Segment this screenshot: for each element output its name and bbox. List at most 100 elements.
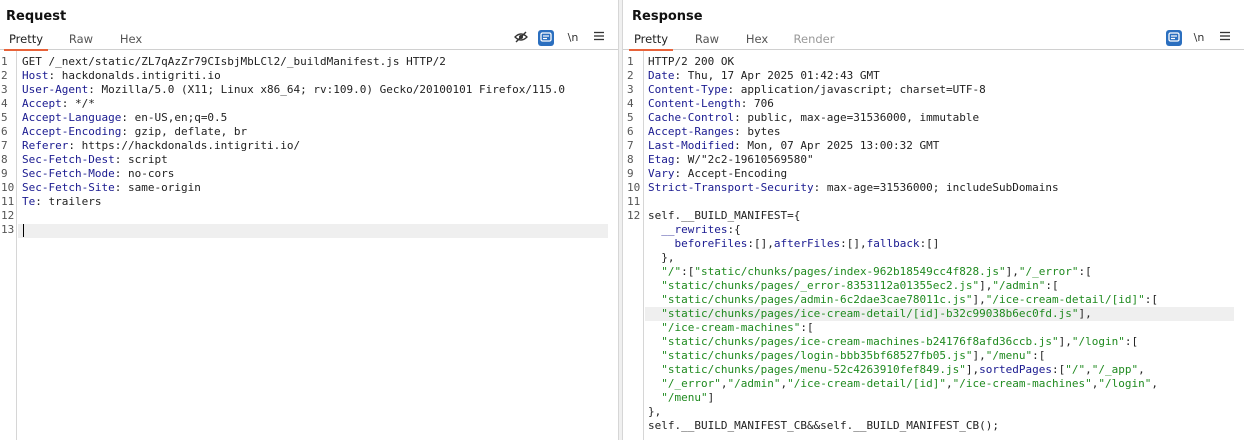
code-line: },	[623, 405, 1244, 419]
code-text: Sec-Fetch-Mode: no-cors	[22, 167, 174, 181]
newline-icon[interactable]: \n	[567, 31, 579, 44]
code-token: : public, max-age=31536000, immutable	[734, 111, 980, 124]
code-token: Content-Length	[648, 97, 741, 110]
line-gutter	[623, 51, 644, 440]
message-icon[interactable]	[538, 30, 554, 46]
hamburger-icon[interactable]	[1217, 30, 1233, 46]
code-token: "static/chunks/pages/index-962b18549cc4f…	[694, 265, 1006, 278]
eye-off-icon[interactable]	[513, 30, 529, 46]
code-token: Sec-Fetch-Mode	[22, 167, 115, 180]
code-text: Content-Length: 706	[648, 97, 774, 111]
code-token: "/admin"	[992, 279, 1046, 292]
code-line: "static/chunks/pages/ice-cream-machines-…	[623, 335, 1244, 349]
code-token: ,	[720, 377, 728, 390]
code-text: "static/chunks/pages/_error-8353112a0135…	[648, 279, 1059, 293]
code-token: : Accept-Encoding	[674, 167, 788, 180]
code-text: self.__BUILD_MANIFEST_CB&&self.__BUILD_M…	[648, 419, 999, 433]
code-line: 4 Content-Length: 706	[623, 97, 1244, 111]
code-token: Te	[22, 195, 36, 208]
code-text: Accept-Encoding: gzip, deflate, br	[22, 125, 247, 139]
code-token: self.__BUILD_MANIFEST={	[648, 209, 801, 222]
code-token: Etag	[648, 153, 675, 166]
code-token: "static/chunks/pages/admin-6c2dae3cae780…	[648, 293, 973, 306]
code-token: ],	[1078, 307, 1092, 320]
code-token: :[	[1124, 335, 1139, 348]
tab-render[interactable]: Render	[793, 32, 835, 46]
code-token: fallback	[866, 237, 920, 250]
code-line: "static/chunks/pages/menu-52c4263910fef8…	[623, 363, 1244, 377]
line-number: 4	[627, 97, 634, 110]
code-token: "/login"	[1098, 377, 1152, 390]
code-token: Last-Modified	[648, 139, 735, 152]
code-text: self.__BUILD_MANIFEST={	[648, 209, 800, 223]
code-token: :[	[1078, 265, 1092, 278]
code-text: "static/chunks/pages/ice-cream-detail/[i…	[648, 307, 1092, 321]
code-token: : */*	[61, 97, 95, 110]
code-token: ],	[1005, 265, 1019, 278]
code-text: "static/chunks/pages/admin-6c2dae3cae780…	[648, 293, 1158, 307]
line-number: 1	[627, 55, 634, 68]
pane-splitter[interactable]	[618, 0, 623, 440]
code-token: Host	[22, 69, 49, 82]
line-number: 5	[627, 111, 634, 124]
code-token: Referer	[22, 139, 69, 152]
code-token: HTTP/2 200 OK	[648, 55, 735, 68]
code-text: Etag: W/"2c2-19610569580"	[648, 153, 814, 167]
code-token: ],	[1058, 335, 1072, 348]
code-text: beforeFiles:[],afterFiles:[],fallback:[]	[648, 237, 939, 251]
code-line: __rewrites:{	[623, 223, 1244, 237]
code-token: afterFiles	[773, 237, 841, 250]
code-line: "/_error","/admin","/ice-cream-detail/[i…	[623, 377, 1244, 391]
code-token: : gzip, deflate, br	[121, 125, 248, 138]
code-token: "/_app"	[1091, 363, 1139, 376]
message-icon[interactable]	[1166, 30, 1182, 46]
code-token: :[],	[840, 237, 867, 250]
code-text: "/ice-cream-machines":[	[648, 321, 813, 335]
code-token: beforeFiles	[648, 237, 748, 250]
code-token: "/ice-cream-machines"	[648, 321, 801, 334]
code-text: "static/chunks/pages/login-bbb35bf68527f…	[648, 349, 1045, 363]
line-number: 2	[627, 69, 634, 82]
tab-hex[interactable]: Hex	[745, 32, 769, 46]
code-token: ,	[780, 377, 788, 390]
hamburger-icon[interactable]	[591, 30, 607, 46]
line-number: 6	[1, 125, 8, 138]
code-text: Accept-Language: en-US,en;q=0.5	[22, 111, 227, 125]
current-line-highlight	[18, 224, 608, 238]
code-token: :{	[727, 223, 741, 236]
code-token: :[	[1032, 349, 1046, 362]
tab-pretty[interactable]: Pretty	[4, 28, 48, 51]
code-text: Te: trailers	[22, 195, 101, 209]
current-line-highlight	[645, 307, 1234, 321]
code-token: ,	[1151, 377, 1158, 390]
tab-pretty[interactable]: Pretty	[629, 28, 673, 51]
code-token: Accept-Language	[22, 111, 122, 124]
request-title: Request	[6, 9, 67, 24]
tab-raw[interactable]: Raw	[68, 32, 94, 46]
code-token: ,	[946, 377, 953, 390]
code-token: : en-US,en;q=0.5	[121, 111, 228, 124]
tab-hex[interactable]: Hex	[119, 32, 143, 46]
code-line: 6 Accept-Encoding: gzip, deflate, br	[0, 125, 618, 139]
code-text: HTTP/2 200 OK	[648, 55, 734, 69]
code-token: self.__BUILD_MANIFEST_CB&&self.__BUILD_M…	[648, 419, 999, 432]
newline-icon[interactable]: \n	[1193, 31, 1205, 44]
line-number: 7	[627, 139, 634, 152]
code-line: "/menu"]	[623, 391, 1244, 405]
code-line: "static/chunks/pages/login-bbb35bf68527f…	[623, 349, 1244, 363]
line-number: 8	[627, 153, 634, 166]
tab-raw[interactable]: Raw	[694, 32, 720, 46]
code-token: :[	[1045, 279, 1059, 292]
line-number: 6	[627, 125, 634, 138]
